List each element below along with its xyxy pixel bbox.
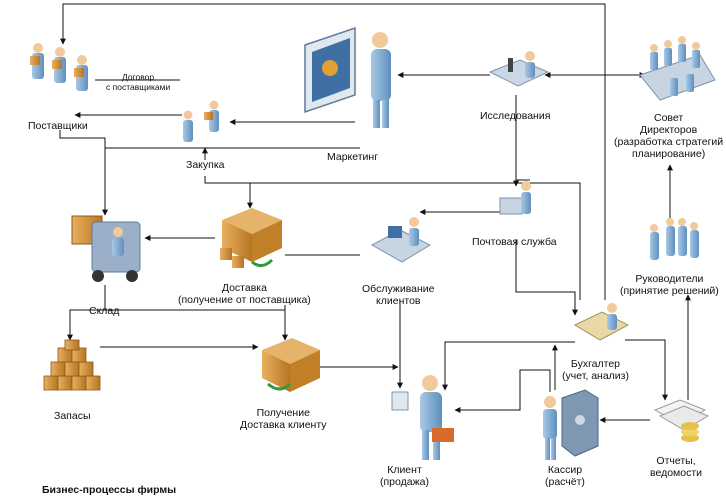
- stock-label: Запасы: [54, 410, 91, 422]
- board-label-line2: Директоров: [640, 124, 698, 136]
- research-icon: [488, 51, 550, 87]
- delivery-in-icon: [220, 208, 282, 268]
- stock-icon: [43, 339, 101, 391]
- accountant-icon: [573, 303, 630, 341]
- cashier-label-line2: (расчёт): [545, 476, 585, 488]
- board-label: Совет Директоров (разработка стратегий п…: [614, 112, 723, 160]
- research-label: Исследования: [480, 110, 551, 122]
- reports-label-line2: ведомости: [650, 467, 703, 479]
- warehouse-label: Склад: [89, 305, 120, 317]
- supplier-contract-label-line2: с поставщиками: [106, 82, 171, 92]
- client-label-line1: Клиент: [387, 464, 422, 476]
- customer-service-label-line2: клиентов: [376, 295, 421, 307]
- managers-icon: [650, 218, 699, 260]
- managers-label-line1: Руководители: [635, 273, 704, 285]
- cashier-icon: [543, 389, 599, 460]
- reports-label: Отчеты, ведомости: [650, 455, 702, 479]
- customer-service-label: Обслуживание клиентов: [362, 283, 435, 307]
- managers-label: Руководители (принятие решений): [620, 273, 719, 297]
- accountant-label-line1: Бухгалтер: [570, 358, 621, 370]
- edge-top-loop: [60, 3, 606, 300]
- accountant-label-line2: (учет, анализ): [562, 370, 629, 382]
- board-label-line3: (разработка стратегий: [614, 136, 724, 148]
- edge-cashier-accountant: [454, 369, 551, 413]
- client-label-line2: (продажа): [380, 476, 429, 488]
- reports-icon: [653, 399, 710, 442]
- delivery-out-label-line2: Доставка клиенту: [240, 419, 327, 431]
- edge-mail-accountant: [515, 240, 578, 316]
- marketing-icon: [304, 26, 391, 128]
- supplier-contract-label-line1: Договор: [122, 72, 155, 82]
- board-label-line4: планирование): [631, 148, 706, 160]
- connectors: [59, 3, 691, 423]
- board-icon: [639, 36, 716, 101]
- delivery-in-label-line1: Доставка: [221, 282, 267, 294]
- suppliers-icon: [30, 43, 88, 91]
- marketing-label: Маркетинг: [327, 151, 379, 163]
- edge-accountant-reports: [625, 339, 668, 401]
- customer-service-icon: [370, 217, 432, 263]
- managers-label-line2: (принятие решений): [620, 285, 719, 297]
- cashier-label: Кассир (расчёт): [545, 464, 585, 488]
- edge-accountant-client: [442, 341, 575, 391]
- delivery-in-label: Доставка (получение от поставщика): [178, 282, 311, 306]
- customer-service-label-line1: Обслуживание: [362, 283, 435, 295]
- diagram-title: Бизнес-процессы фирмы: [42, 484, 177, 496]
- accountant-label: Бухгалтер (учет, анализ): [562, 358, 629, 382]
- suppliers-label: Поставщики: [28, 120, 88, 132]
- mail-icon: [499, 181, 531, 215]
- purchasing-label: Закупка: [186, 159, 225, 171]
- supplier-contract-label: Договор с поставщиками: [106, 72, 170, 92]
- mail-label: Почтовая служба: [472, 236, 557, 248]
- delivery-out-label: Получение Доставка клиенту: [240, 407, 327, 431]
- reports-label-line1: Отчеты,: [656, 455, 696, 467]
- purchasing-icon: [183, 100, 219, 142]
- edge-suppliers-warehouse: [59, 130, 108, 216]
- delivery-in-label-line2: (получение от поставщика): [178, 294, 311, 306]
- client-icon: [391, 375, 454, 460]
- delivery-out-icon: [262, 338, 320, 392]
- cashier-label-line1: Кассир: [547, 464, 583, 476]
- board-label-line1: Совет: [653, 112, 684, 124]
- warehouse-icon: [71, 215, 141, 282]
- client-label: Клиент (продажа): [380, 464, 429, 488]
- delivery-out-label-line1: Получение: [256, 407, 310, 419]
- edge-center-horizontal: [248, 182, 581, 300]
- edge-purchasing-down: [204, 176, 253, 209]
